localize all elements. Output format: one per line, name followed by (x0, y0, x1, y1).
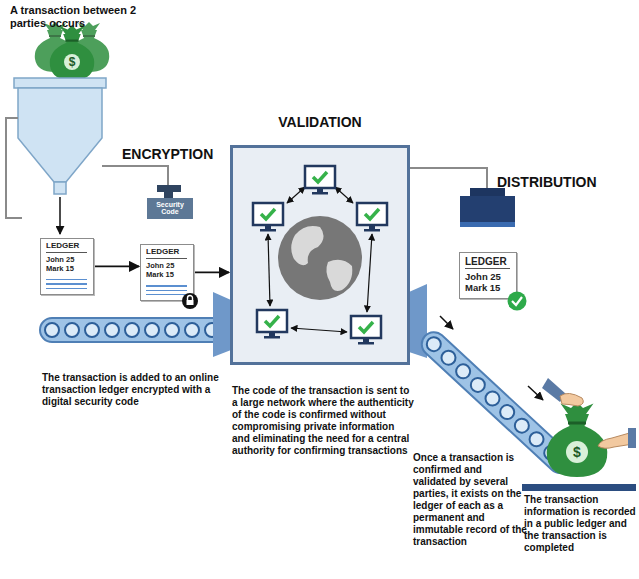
lock-icon (188, 295, 193, 300)
belt-roller (453, 361, 473, 381)
validator-computer (257, 310, 287, 339)
continent (291, 226, 323, 265)
ledger-heading: LEDGER (465, 256, 510, 269)
feed-line (6, 118, 22, 218)
sleeve (628, 428, 636, 448)
ledger-entry: John 25 (46, 255, 87, 264)
funnel-spout (54, 182, 66, 194)
distribution-stamp (460, 196, 515, 222)
flow-arrow (194, 272, 229, 274)
belt-roller (125, 323, 139, 337)
funnel-rim (14, 78, 106, 88)
ledger-paper: LEDGER John 25Mark 15 (40, 238, 94, 295)
step-caption: The transaction information is recorded … (524, 494, 636, 554)
ledger-paper: LEDGER John 25Mark 15 (140, 244, 194, 301)
lock-icon (182, 293, 198, 309)
belt-roller (165, 323, 179, 337)
currency-sign: $ (569, 444, 585, 460)
stage-heading: DISTRIBUTION (497, 174, 597, 191)
belt-roller (527, 429, 547, 449)
belt-roller (105, 323, 119, 337)
ruled-lines (46, 276, 87, 290)
check-badge (512, 297, 522, 305)
ledger-entry: Mark 15 (146, 270, 187, 279)
network-link (268, 234, 270, 306)
step-caption: The code of the transaction is sent to a… (232, 385, 414, 457)
ledger-entry: Mark 15 (465, 282, 510, 293)
lock-icon (182, 293, 198, 309)
belt-roller (497, 402, 517, 422)
belt-roller (85, 323, 99, 337)
belt-roller (45, 323, 59, 337)
network-link (291, 328, 347, 332)
belt-roller (424, 334, 444, 354)
funnel-body (18, 88, 102, 182)
flow-arrow (440, 316, 453, 329)
validator-computer (351, 316, 381, 345)
currency-sign: $ (64, 55, 80, 69)
step-caption: Once a transaction is confirmed and vali… (413, 452, 527, 548)
flow-arrow (59, 197, 61, 234)
step-note: A transaction between 2 parties occurs (10, 4, 170, 30)
distribution-stamp (460, 222, 515, 227)
globe (278, 216, 362, 300)
belt-roller (439, 348, 459, 368)
belt-roller (185, 323, 199, 337)
stage-heading: VALIDATION (213, 114, 427, 130)
belt-rollers (424, 334, 561, 462)
validator-computer (357, 203, 387, 232)
feed-line (102, 166, 168, 186)
check-badge (507, 291, 527, 311)
coin-badge (566, 441, 588, 463)
lock-icon (187, 300, 194, 305)
ledger-heading: LEDGER (46, 242, 87, 253)
money-bag (547, 402, 608, 477)
coin-badge (64, 54, 80, 70)
belt-roller (468, 375, 488, 395)
ruled-lines (146, 282, 187, 296)
network-link (335, 187, 353, 203)
belt-roller (512, 416, 532, 436)
check-badge (508, 291, 527, 310)
feed-line (410, 168, 487, 188)
stamp-handle (157, 185, 181, 192)
validator-computer (253, 203, 283, 232)
belt-roller (145, 323, 159, 337)
giving-hand (560, 393, 583, 406)
validation-box: VALIDATION (230, 145, 410, 365)
belt-roller (483, 389, 503, 409)
network-link (287, 187, 305, 203)
flow-arrow (94, 266, 139, 268)
security-stamp: Security Code (147, 198, 193, 219)
network-link (367, 234, 372, 312)
belt-roller (65, 323, 79, 337)
flow-arrow (528, 386, 543, 400)
receiving-hand (598, 432, 633, 448)
ledger-entry: Mark 15 (46, 264, 87, 273)
belt-rollers (45, 323, 219, 337)
ledger-entry: John 25 (465, 271, 510, 282)
intake-flap (213, 292, 231, 357)
money-bag (50, 25, 94, 80)
ledger-paper: LEDGER John 25Mark 15 (459, 252, 517, 299)
validator-computer (305, 166, 335, 195)
validation-ground (231, 146, 409, 364)
stamp-label: Security Code (151, 201, 189, 216)
stage-heading: ENCRYPTION (122, 146, 213, 163)
base-bar (522, 484, 636, 491)
continent (326, 260, 352, 291)
step-caption: The transaction is added to an online tr… (42, 372, 230, 408)
ledger-entry: John 25 (146, 261, 187, 270)
ledger-heading: LEDGER (146, 248, 187, 259)
conveyor-belt (40, 318, 236, 342)
